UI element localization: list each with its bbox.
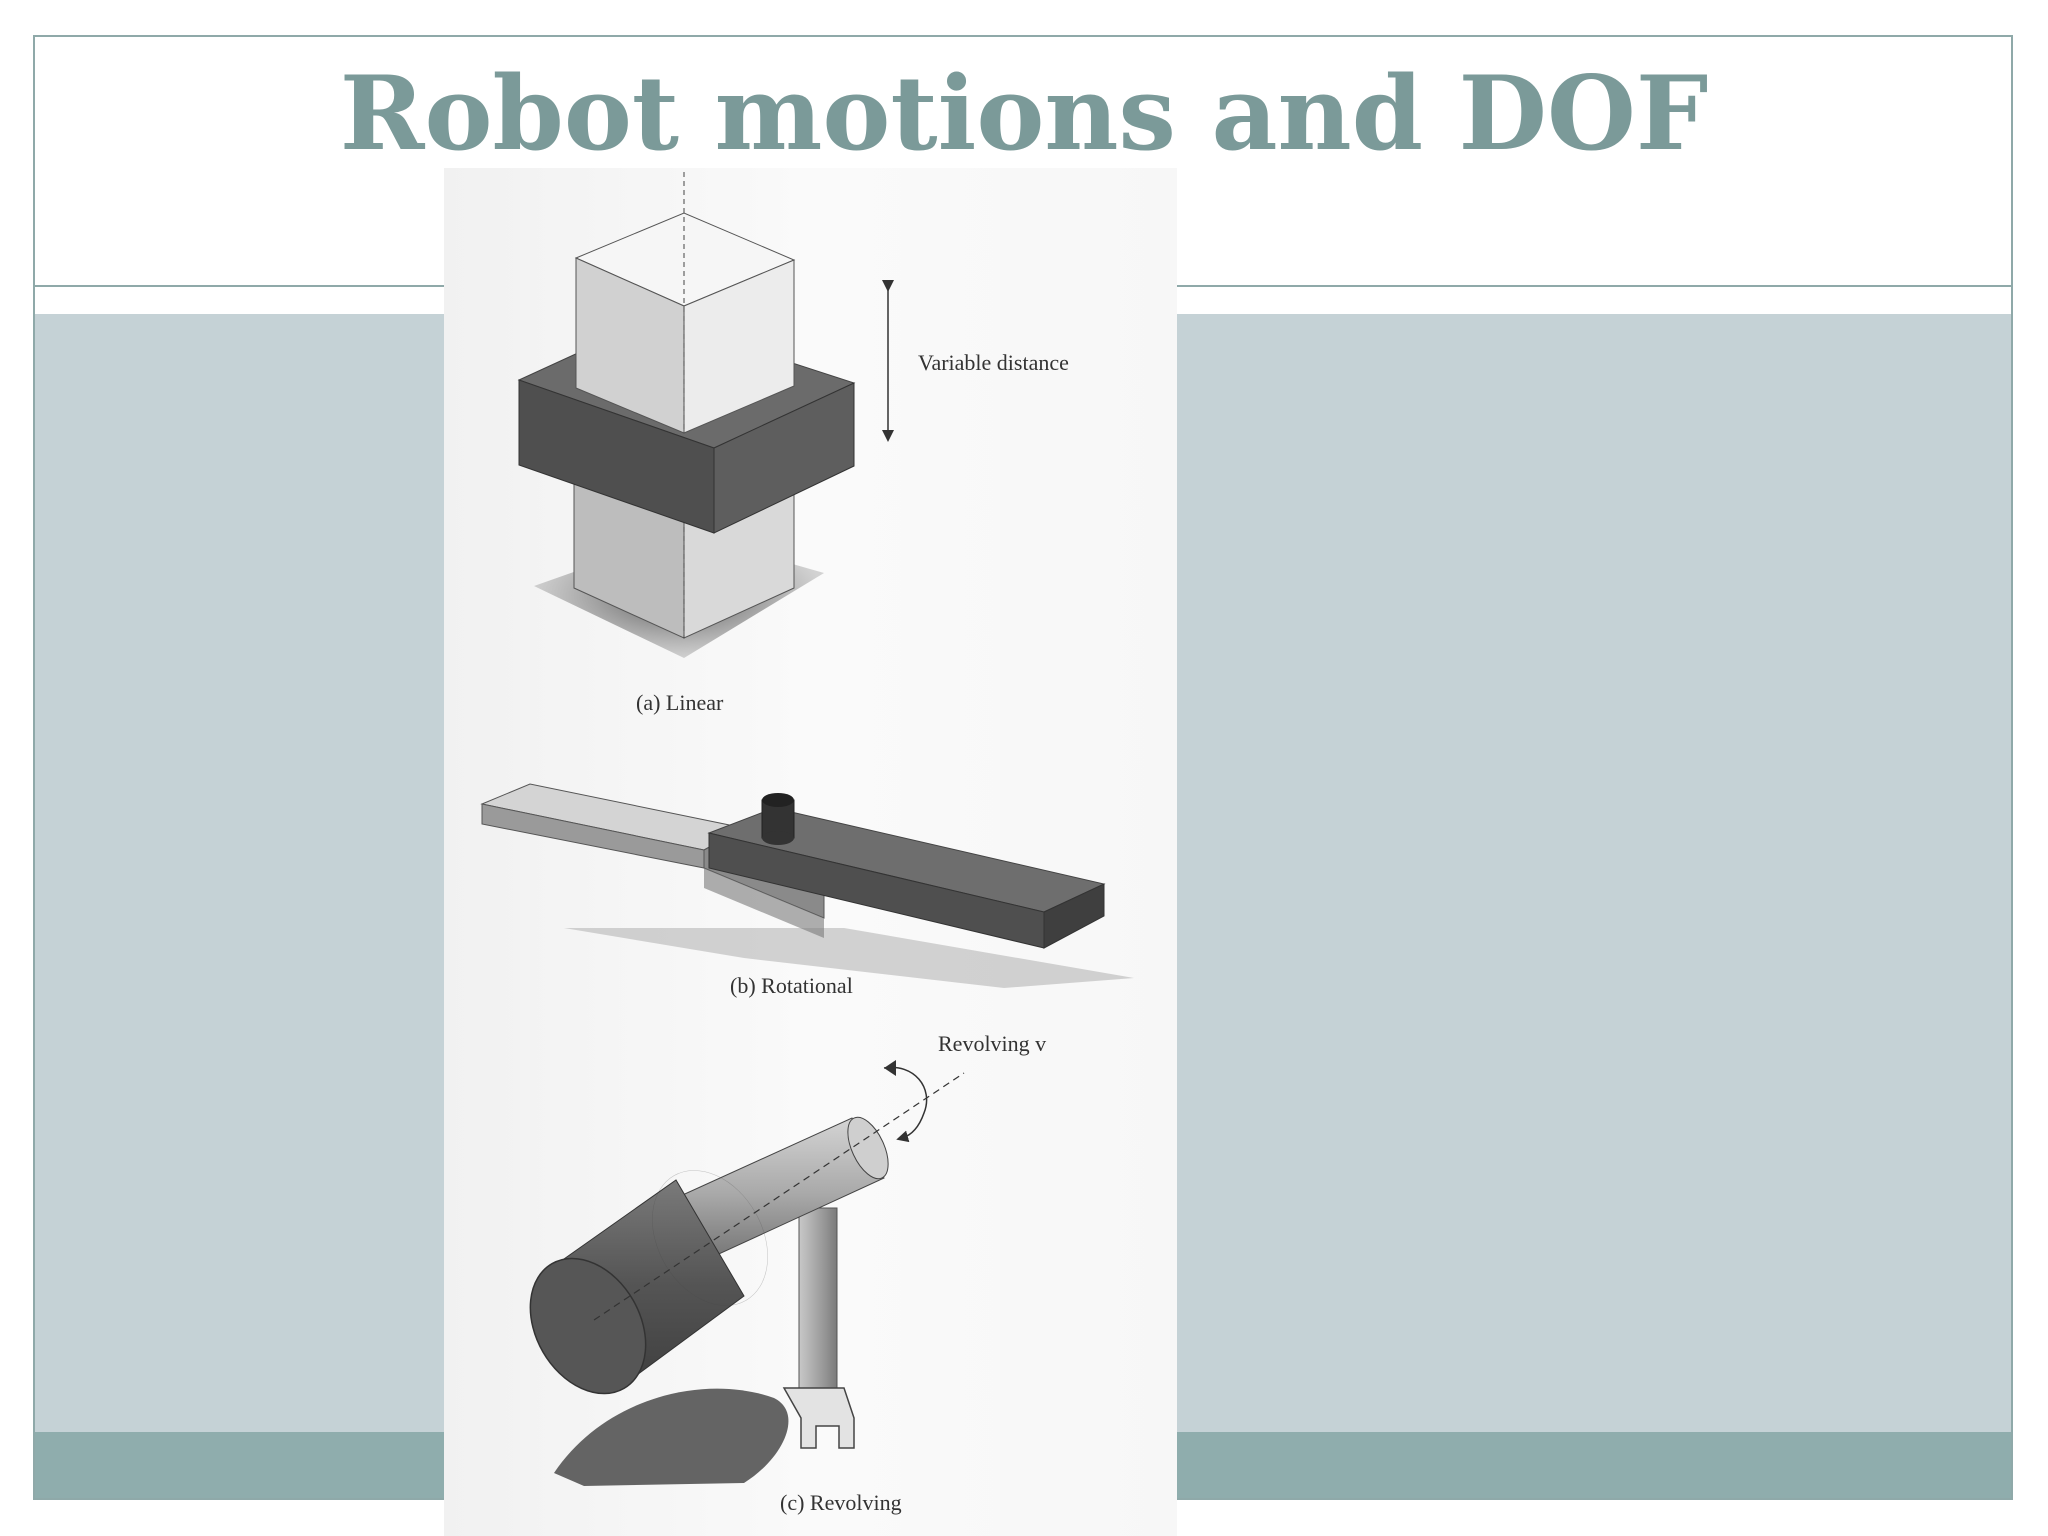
robot-motion-figure: Variable distance (a) Linear (b) Rotatio… xyxy=(444,168,1177,1536)
rotational-joint-illustration xyxy=(480,783,1134,988)
revolving-caption: (c) Revolving xyxy=(780,1490,902,1515)
linear-caption: (a) Linear xyxy=(636,690,724,715)
variable-distance-label: Variable distance xyxy=(918,350,1069,375)
revolving-joint-illustration xyxy=(529,1060,965,1486)
linear-joint-illustration xyxy=(517,172,894,658)
slide-title: Robot motions and DOF xyxy=(339,54,1709,174)
rotational-caption: (b) Rotational xyxy=(730,973,853,998)
revolving-axis-label: Revolving v xyxy=(938,1031,1046,1056)
